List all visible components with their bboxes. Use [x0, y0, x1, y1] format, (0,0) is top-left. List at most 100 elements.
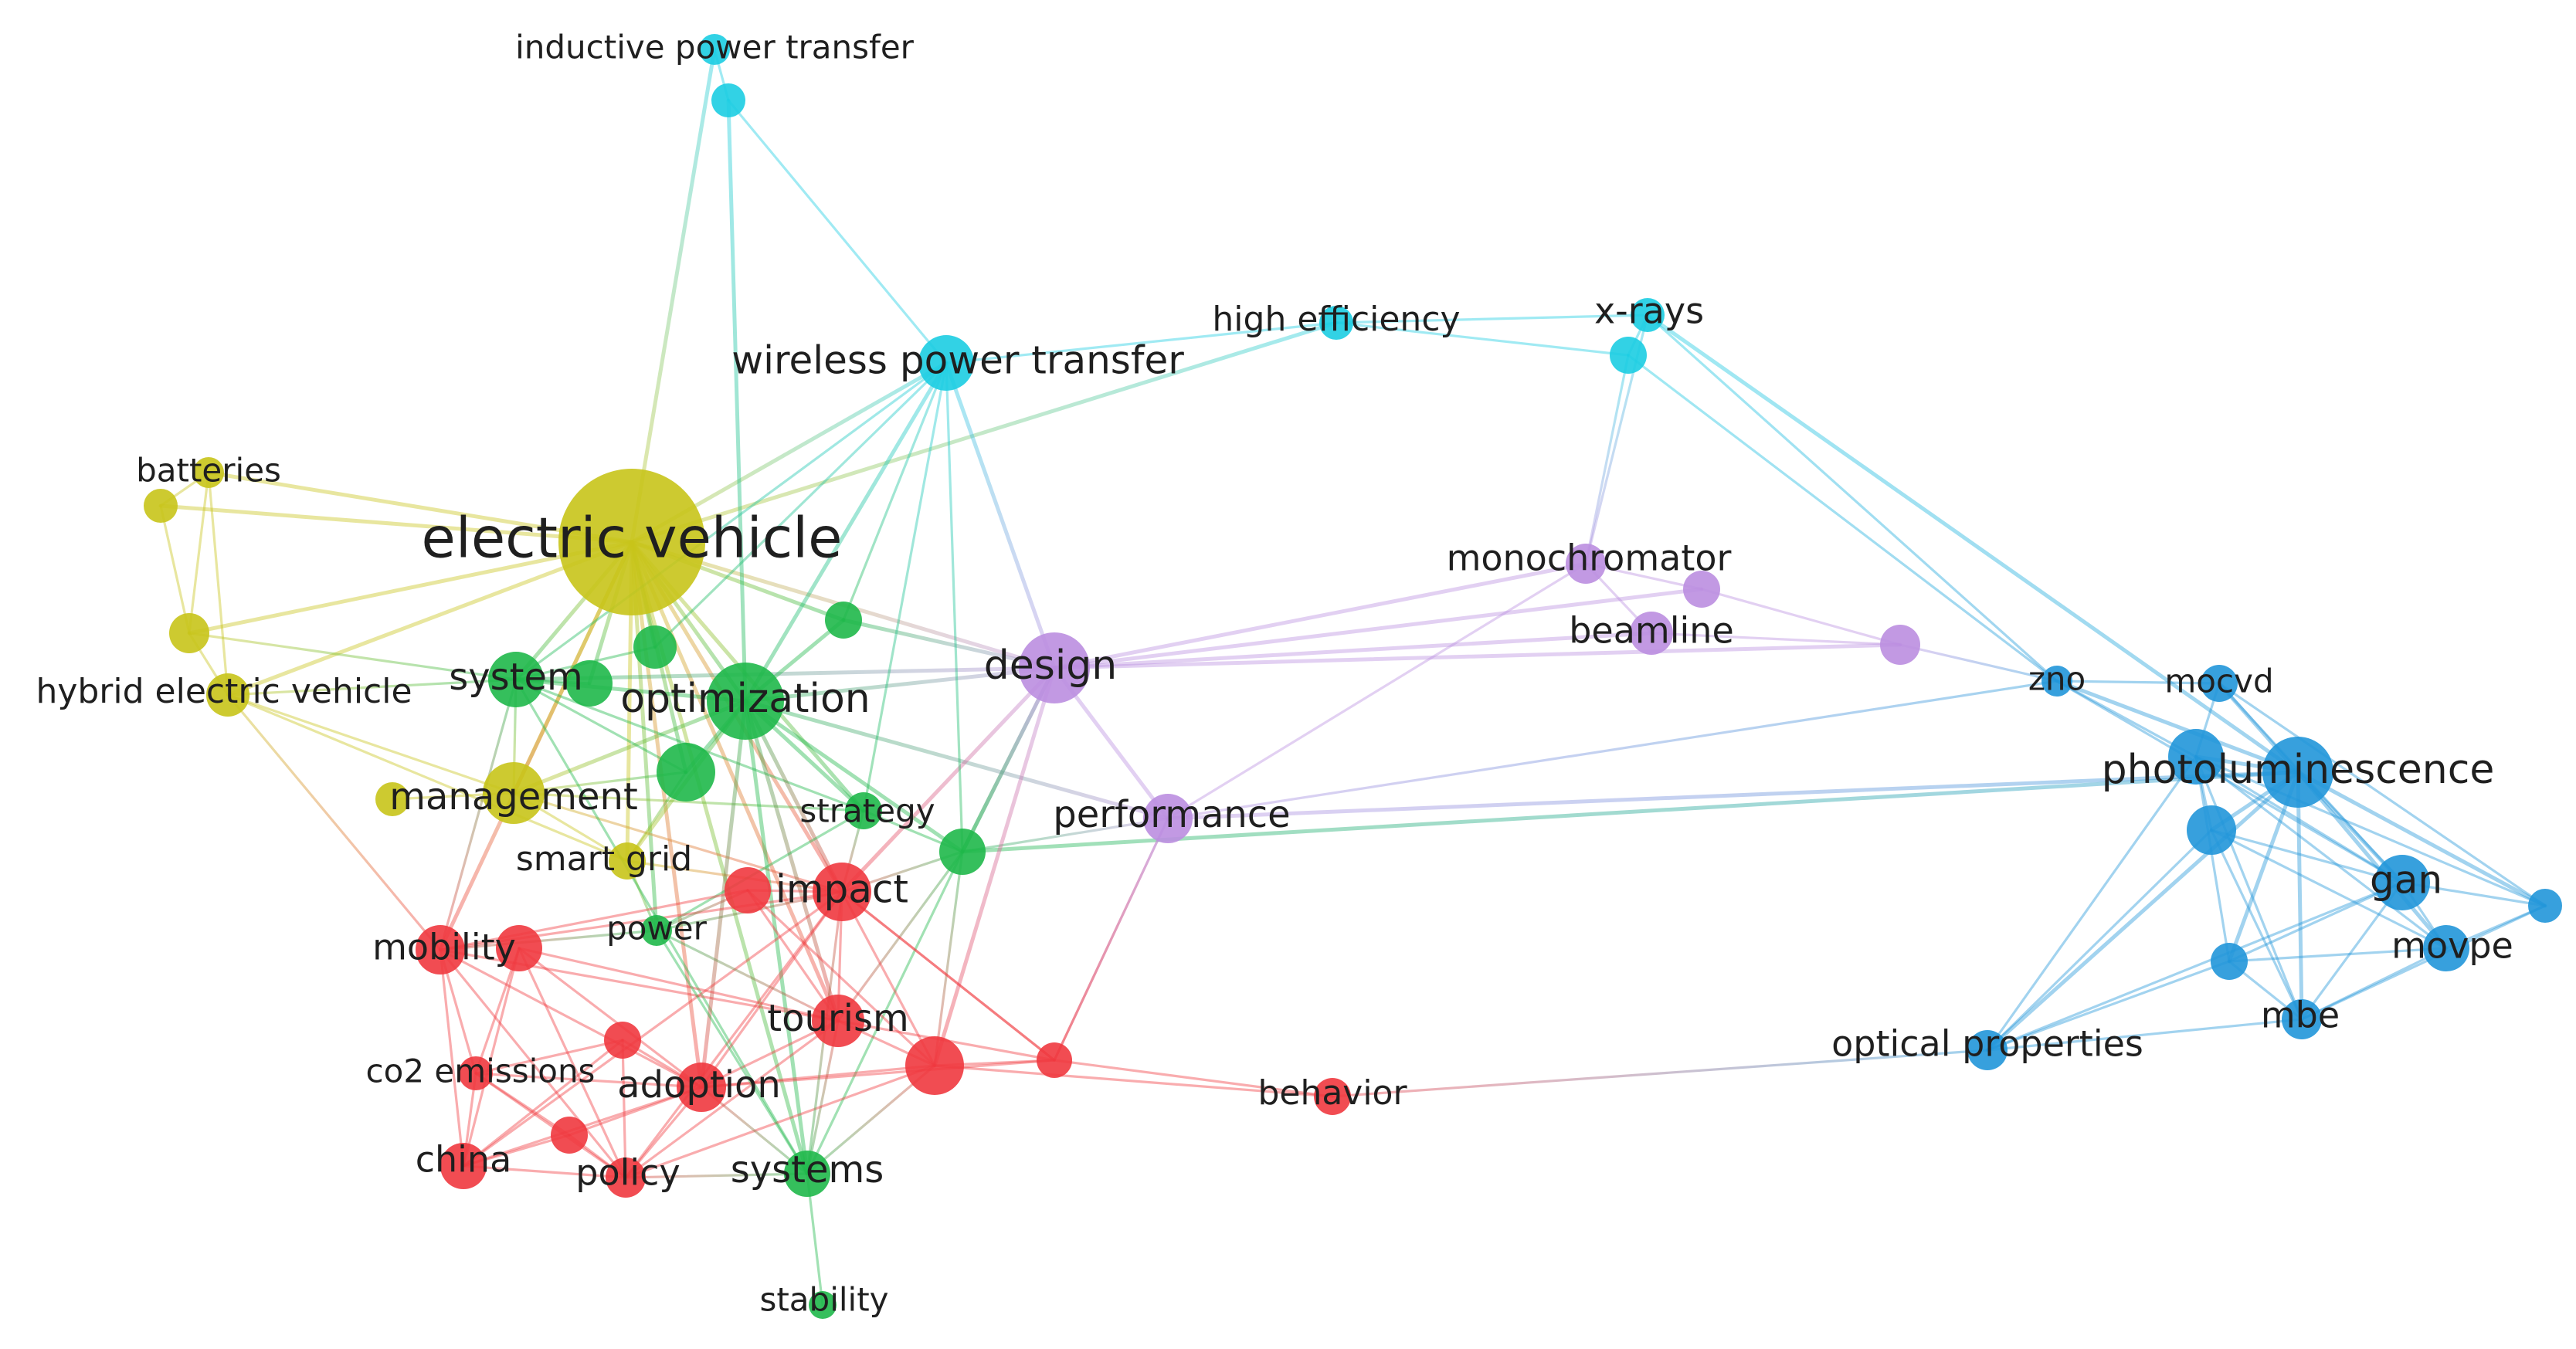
- node-r-extra-1[interactable]: [725, 867, 771, 913]
- node-tourism[interactable]: [812, 995, 864, 1047]
- node-b-extra-1[interactable]: [2168, 729, 2224, 785]
- node-monochromator[interactable]: [1566, 544, 1606, 584]
- node-photoluminescence[interactable]: [2262, 737, 2333, 808]
- node-y-extra-3[interactable]: [375, 782, 409, 816]
- node-movpe[interactable]: [2423, 925, 2469, 971]
- edge-impact-r-extra-4: [840, 890, 1056, 1062]
- node-r-extra-6[interactable]: [551, 1117, 588, 1154]
- edge-g-extra-1-wireless-power-transfer: [653, 361, 948, 649]
- node-zno[interactable]: [2041, 666, 2072, 697]
- edge-optimization-g-extra-5: [743, 699, 965, 854]
- node-co2-emissions[interactable]: [459, 1056, 493, 1090]
- edge-policy-systems: [624, 1172, 809, 1179]
- edge-c-extra-2-zno: [1627, 354, 2058, 683]
- edge-r-extra-2-china: [462, 947, 521, 1168]
- node-electric-vehicle[interactable]: [558, 469, 705, 615]
- label-wireless-power-transfer: wireless power transfer: [731, 338, 1184, 383]
- edge-mobility-policy: [439, 948, 627, 1179]
- edge-performance-photoluminescence: [1166, 770, 2300, 821]
- label-mocvd: mocvd: [2164, 663, 2273, 700]
- node-beamline[interactable]: [1630, 612, 1673, 655]
- label-smart-grid: smart grid: [516, 839, 692, 879]
- edge-hybrid-electric-vehicle-smart-grid: [226, 693, 629, 863]
- node-power[interactable]: [641, 915, 672, 946]
- edge-electric-vehicle-high-efficiency: [630, 320, 1339, 544]
- node-design[interactable]: [1019, 632, 1090, 703]
- node-high-efficiency[interactable]: [1319, 306, 1353, 340]
- node-y-extra-1[interactable]: [144, 489, 178, 523]
- node-y-extra-2[interactable]: [169, 613, 209, 653]
- node-stability[interactable]: [809, 1291, 837, 1319]
- edge-batteries-y-extra-2: [188, 471, 210, 635]
- edge-co2-emissions-policy: [474, 1072, 627, 1179]
- node-c-extra-1[interactable]: [711, 83, 745, 117]
- node-management[interactable]: [483, 762, 545, 824]
- node-smart-grid[interactable]: [609, 842, 646, 880]
- node-impact[interactable]: [813, 863, 871, 921]
- edge-c-extra-1-wireless-power-transfer: [727, 99, 948, 364]
- label-behavior: behavior: [1257, 1073, 1407, 1113]
- node-g-extra-3[interactable]: [657, 743, 715, 802]
- node-b-extra-4[interactable]: [2211, 943, 2248, 980]
- edge-optimization-wireless-power-transfer: [743, 361, 949, 703]
- node-adoption[interactable]: [677, 1063, 726, 1112]
- edge-co2-emissions-adoption: [474, 1072, 703, 1089]
- node-batteries[interactable]: [193, 457, 224, 488]
- node-c-extra-2[interactable]: [1610, 337, 1647, 374]
- edge-y-extra-2-system: [188, 632, 518, 681]
- node-hybrid-electric-vehicle[interactable]: [206, 673, 249, 717]
- node-r-extra-2[interactable]: [496, 925, 542, 971]
- edge-impact-r-extra-3: [840, 890, 936, 1067]
- edge-mobility-adoption: [439, 948, 703, 1089]
- node-optimization[interactable]: [707, 663, 784, 740]
- label-monochromator: monochromator: [1447, 537, 1732, 579]
- node-p-extra-1[interactable]: [1683, 571, 1720, 608]
- node-b-extra-2[interactable]: [2187, 805, 2236, 855]
- edge-high-efficiency-x-rays: [1335, 314, 1649, 324]
- edge-monochromator-performance: [1166, 562, 1587, 820]
- node-g-extra-1[interactable]: [633, 625, 677, 669]
- edge-r-extra-1-tourism: [746, 889, 840, 1022]
- node-g-extra-2[interactable]: [566, 660, 613, 707]
- edge-wireless-power-transfer-design: [944, 361, 1057, 670]
- edge-b-extra-4-b-extra-1: [2194, 755, 2231, 963]
- label-photoluminescence: photoluminescence: [2102, 747, 2495, 793]
- edge-r-extra-3-behavior: [933, 1064, 1334, 1098]
- edge-system-mobility: [439, 678, 518, 951]
- edge-policy-r-extra-5: [621, 1039, 627, 1179]
- node-system[interactable]: [488, 652, 544, 707]
- node-g-extra-5[interactable]: [939, 829, 986, 875]
- edge-zno-photoluminescence: [2055, 679, 2300, 774]
- edge-r-extra-4-impact: [840, 890, 1056, 1062]
- node-gan[interactable]: [2374, 855, 2430, 910]
- node-performance[interactable]: [1143, 794, 1193, 843]
- edge-mobility-power: [439, 929, 658, 951]
- node-x-rays[interactable]: [1631, 298, 1665, 332]
- node-b-extra-3[interactable]: [2528, 889, 2562, 923]
- node-g-extra-4[interactable]: [825, 602, 862, 639]
- node-r-extra-4[interactable]: [1037, 1042, 1072, 1078]
- edge-design-beamline: [1052, 631, 1654, 670]
- node-mobility[interactable]: [416, 925, 465, 974]
- node-strategy[interactable]: [845, 792, 882, 829]
- edge-gan-b-extra-2: [2210, 829, 2404, 884]
- node-r-extra-3[interactable]: [905, 1036, 964, 1095]
- node-inductive-power-transfer[interactable]: [699, 34, 730, 65]
- node-optical-properties[interactable]: [1967, 1030, 2008, 1070]
- edge-system-g-extra-3: [514, 678, 687, 774]
- node-wireless-power-transfer[interactable]: [918, 335, 974, 391]
- node-policy[interactable]: [606, 1157, 646, 1198]
- edge-tourism-policy: [624, 1019, 840, 1179]
- edge-photoluminescence-mbe: [2296, 770, 2304, 1022]
- edge-x-rays-photoluminescence: [1645, 313, 2300, 774]
- label-gan: gan: [2370, 858, 2442, 903]
- edge-design-p-extra-1: [1052, 587, 1704, 670]
- node-systems[interactable]: [784, 1151, 830, 1197]
- node-mbe[interactable]: [2282, 999, 2322, 1039]
- node-china[interactable]: [440, 1143, 487, 1189]
- node-mocvd[interactable]: [2201, 665, 2238, 702]
- node-p-extra-2[interactable]: [1880, 625, 1920, 665]
- node-r-extra-5[interactable]: [604, 1022, 641, 1059]
- node-behavior[interactable]: [1314, 1078, 1351, 1115]
